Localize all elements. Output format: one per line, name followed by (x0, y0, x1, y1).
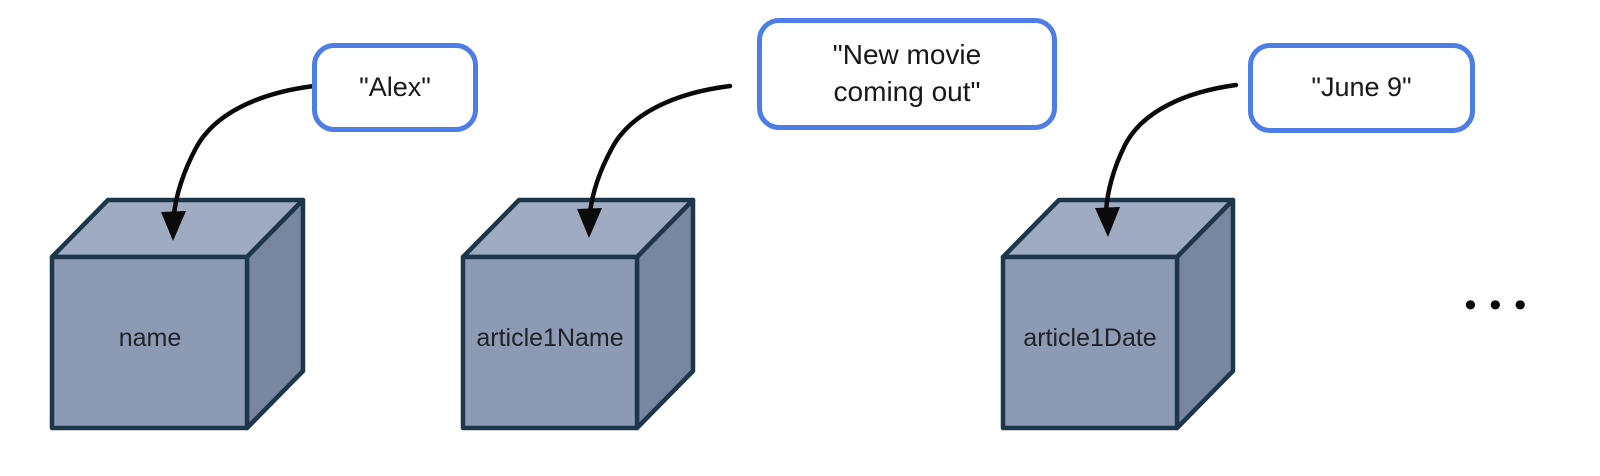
arrowhead-icon (1095, 207, 1120, 237)
value-text: "June 9" (1311, 72, 1412, 103)
arrow-curve (587, 83, 733, 216)
arrowhead-icon (161, 211, 186, 241)
value-bubble-article1Name: "New movie coming out" (757, 18, 1057, 130)
arrowhead-icon (577, 208, 602, 238)
value-bubble-article1Date: "June 9" (1248, 43, 1475, 133)
variable-box-article1Name: article1Name (460, 197, 696, 431)
arrow-curve (171, 83, 317, 217)
value-text: "Alex" (359, 71, 431, 102)
variable-name-label: article1Name (476, 324, 623, 352)
arrow-curve (1103, 82, 1239, 215)
value-bubble-name: "Alex" (312, 43, 478, 132)
value-arrow-1 (161, 83, 317, 241)
variable-box-article1Date: article1Date (1000, 197, 1236, 431)
variable-name-label: article1Date (1023, 324, 1156, 352)
value-arrow-2 (577, 83, 733, 238)
cube-front-face (49, 254, 250, 431)
variable-name-label: name (119, 324, 182, 352)
value-text: "New movie coming out" (832, 39, 982, 107)
cube-front-face (460, 254, 640, 431)
ellipsis-dots: ••• (1461, 287, 1536, 325)
cube-front-face (1000, 254, 1180, 431)
value-arrow-3 (1095, 82, 1239, 237)
variable-box-name: name (49, 197, 306, 431)
